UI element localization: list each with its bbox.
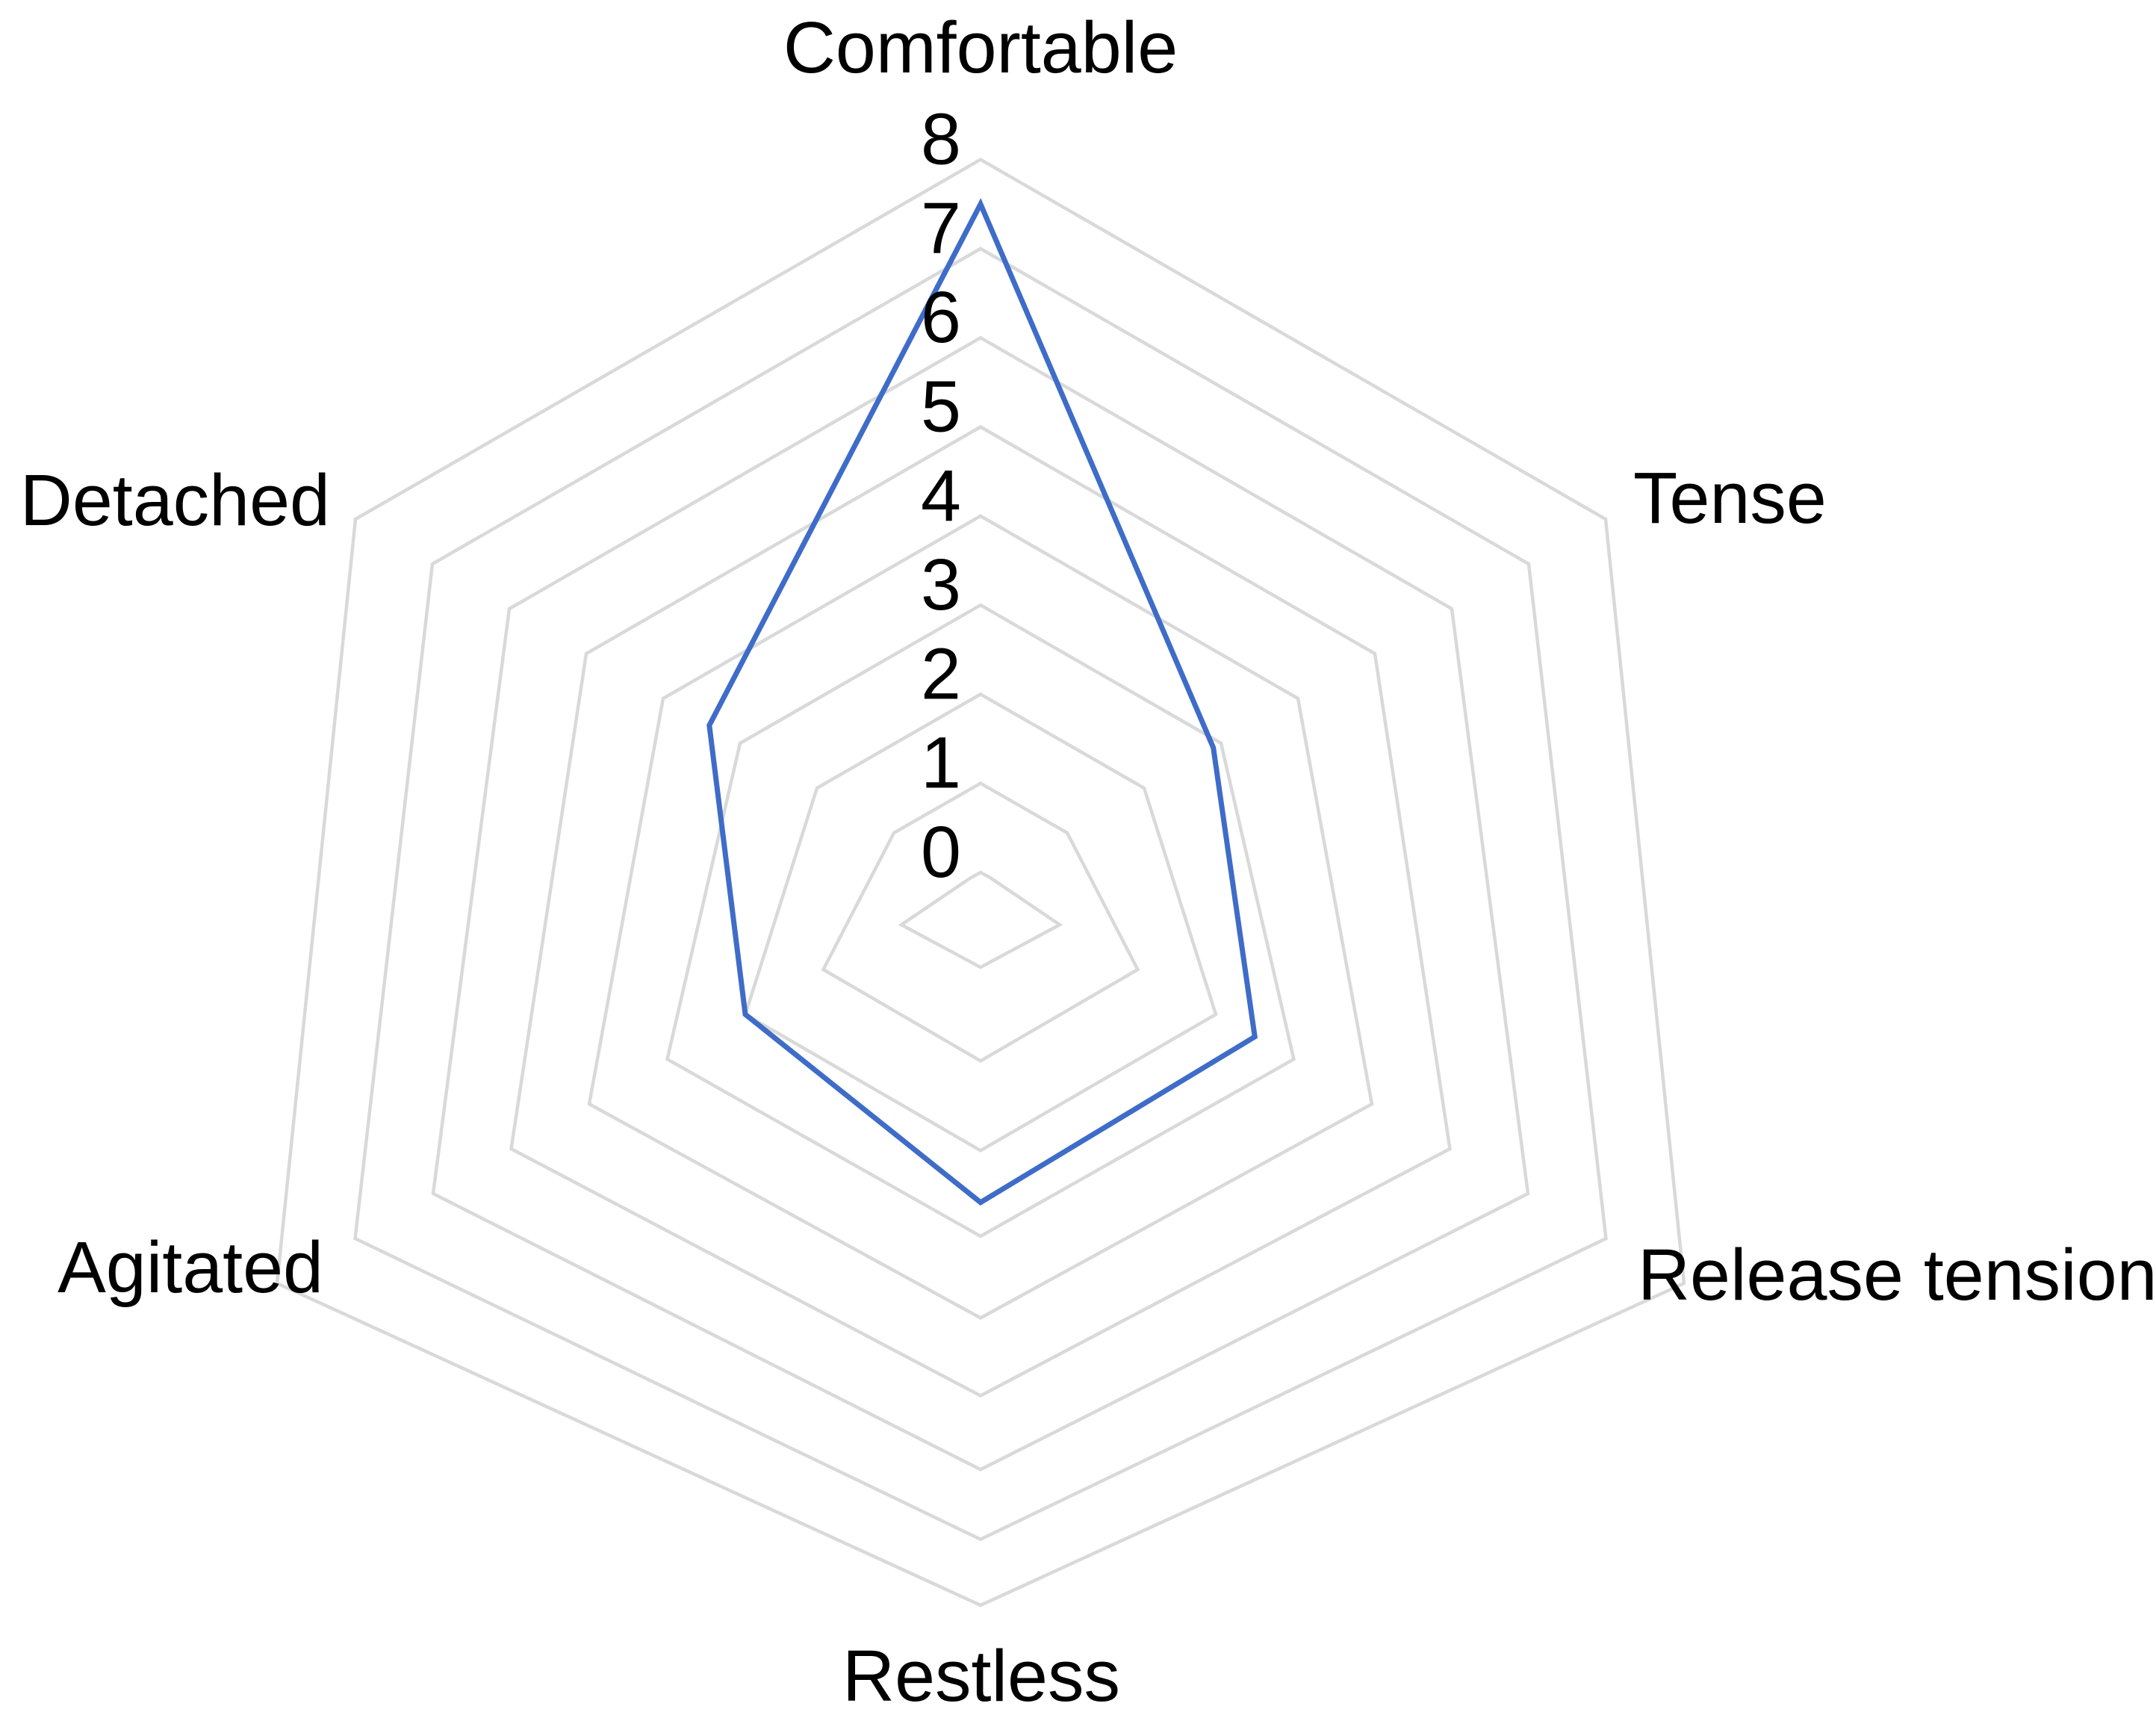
gridline-ring-0 — [898, 870, 1063, 970]
axis-label-agitated: Agitated — [58, 1227, 323, 1308]
gridline-ring-5 — [509, 424, 1452, 1398]
gridline-ring-3 — [665, 603, 1296, 1238]
gridline-ring-6 — [431, 335, 1530, 1472]
tick-label-0: 0 — [921, 811, 961, 893]
axis-label-release-tension: Release tension — [1638, 1234, 2156, 1315]
tick-label-8: 8 — [921, 99, 961, 180]
gridline-ring-2 — [743, 692, 1218, 1153]
tick-label-4: 4 — [921, 455, 961, 536]
tick-label-3: 3 — [921, 544, 961, 625]
gridline-rings — [275, 158, 1686, 1607]
gridline-ring-4 — [587, 514, 1374, 1320]
axis-label-comfortable: Comfortable — [783, 7, 1178, 88]
gridline-ring-7 — [353, 246, 1608, 1542]
axis-label-detached: Detached — [20, 459, 330, 541]
tick-label-7: 7 — [921, 187, 961, 269]
tick-label-5: 5 — [921, 366, 961, 447]
tick-label-1: 1 — [921, 722, 961, 804]
series-group — [706, 198, 1258, 1206]
tick-label-6: 6 — [921, 276, 961, 358]
axis-label-restless: Restless — [842, 1635, 1120, 1717]
tick-label-2: 2 — [921, 633, 961, 714]
series-polygon-0 — [706, 198, 1258, 1206]
gridline-ring-1 — [821, 781, 1140, 1063]
axis-label-tense: Tense — [1633, 457, 1827, 539]
gridline-ring-8 — [275, 158, 1686, 1607]
